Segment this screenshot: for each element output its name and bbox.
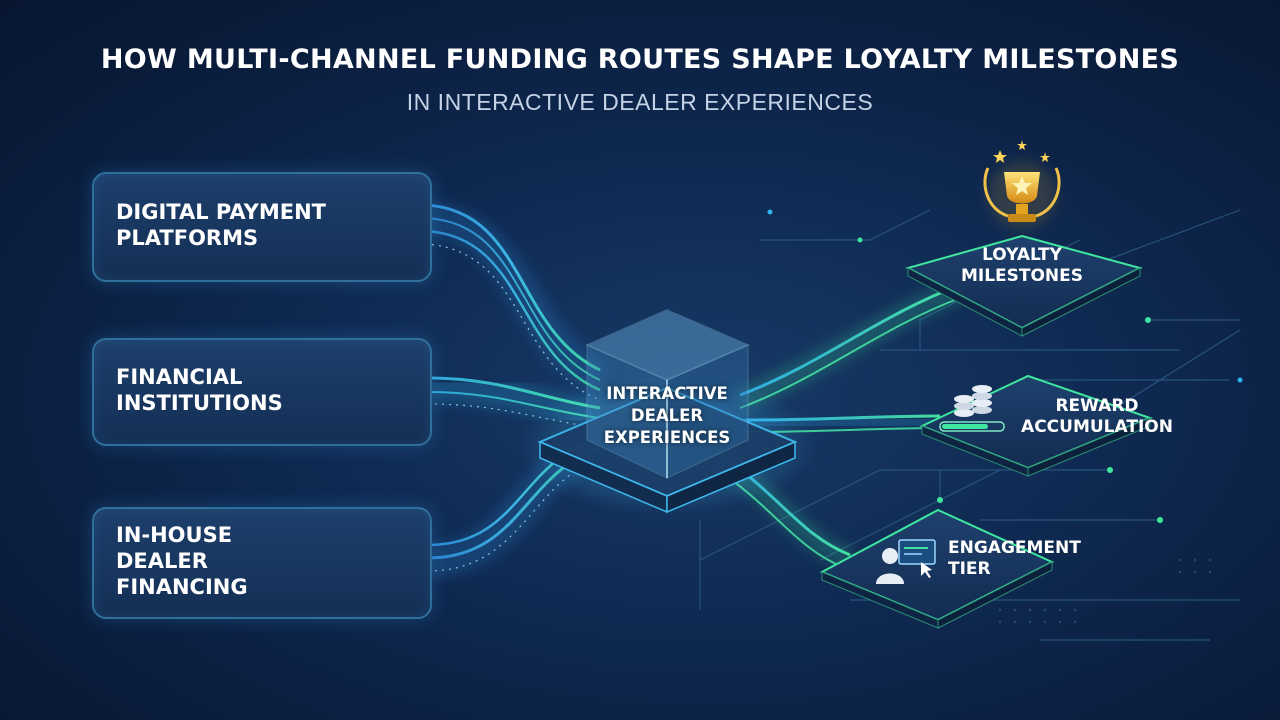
source-label-in-house-financing: IN-HOUSE DEALER FINANCING — [116, 523, 248, 599]
source-card-digital-payments: DIGITAL PAYMENT PLATFORMS — [92, 172, 432, 282]
hub-cube — [517, 309, 817, 515]
outcome-label-loyalty-milestones: LOYALTY MILESTONES — [960, 245, 1084, 286]
tile-reward-accumulation — [919, 374, 1153, 477]
source-card-in-house-financing: IN-HOUSE DEALER FINANCING — [92, 507, 432, 619]
circuit-nodes — [767, 209, 1243, 523]
dot-matrix — [998, 558, 1212, 624]
outcome-label-engagement-tier: ENGAGEMENT TIER — [948, 538, 1081, 579]
user-screen-icon — [876, 539, 936, 584]
trophy-icon — [983, 140, 1061, 229]
outcome-label-reward-accumulation: REWARD ACCUMULATION — [1021, 396, 1173, 437]
tile-loyalty-milestones — [905, 234, 1143, 337]
stream-digital-payments — [424, 203, 609, 401]
page-title: HOW MULTI-CHANNEL FUNDING ROUTES SHAPE L… — [100, 44, 1180, 75]
hub-label: INTERACTIVE DEALER EXPERIENCES — [603, 384, 731, 447]
source-card-financial-institutions: FINANCIAL INSTITUTIONS — [92, 338, 432, 446]
source-label-financial-institutions: FINANCIAL INSTITUTIONS — [116, 365, 283, 415]
tile-engagement-tier — [819, 508, 1055, 629]
source-label-digital-payments: DIGITAL PAYMENT PLATFORMS — [116, 200, 326, 250]
page-subtitle: IN INTERACTIVE DEALER EXPERIENCES — [406, 89, 874, 115]
coin-stack-icon — [939, 385, 1005, 432]
funding-streams — [424, 203, 609, 577]
